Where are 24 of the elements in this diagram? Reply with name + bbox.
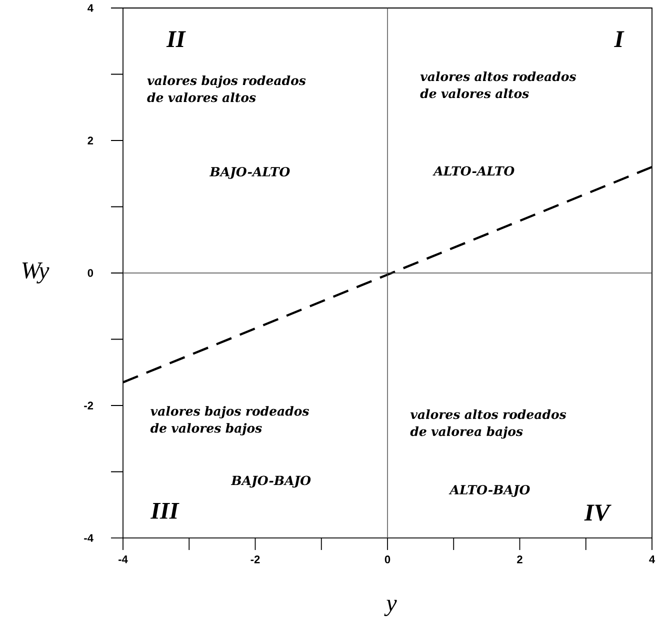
tick-label: -4: [118, 556, 128, 564]
axis-title: Wy: [22, 262, 50, 284]
quadrant-label: BAJO-BAJO: [230, 476, 311, 488]
quadrant-description: valores bajos rodeados de valores bajos: [150, 406, 309, 436]
quadrant-description: valores altos rodeados de valores altos: [420, 72, 576, 98]
tick-label: 4: [649, 556, 655, 564]
quadrant-label: ALTO-ALTO: [432, 166, 514, 176]
quadrant-label: ALTO-BAJO: [448, 485, 530, 497]
tick-label: 2: [517, 556, 522, 564]
quadrant-description: valores altos rodeados de valorea bajos: [410, 409, 566, 439]
tick-label: -2: [84, 402, 94, 410]
tick-label: -2: [250, 556, 260, 564]
tick-label: 4: [88, 4, 94, 12]
quadrant-numeral: I: [614, 31, 624, 47]
quadrant-label: BAJO-ALTO: [209, 167, 290, 179]
quadrant-numeral: III: [150, 502, 180, 519]
tick-label: 0: [88, 269, 94, 277]
quadrant-description: valores bajos rodeados de valores altos: [147, 75, 306, 102]
quadrant-numeral: IV: [584, 504, 612, 521]
tick-label: 2: [88, 136, 94, 144]
tick-label: 0: [384, 556, 390, 564]
axis-title: y: [384, 600, 397, 616]
tick-label: -4: [84, 534, 94, 542]
quadrant-numeral: II: [166, 31, 186, 47]
